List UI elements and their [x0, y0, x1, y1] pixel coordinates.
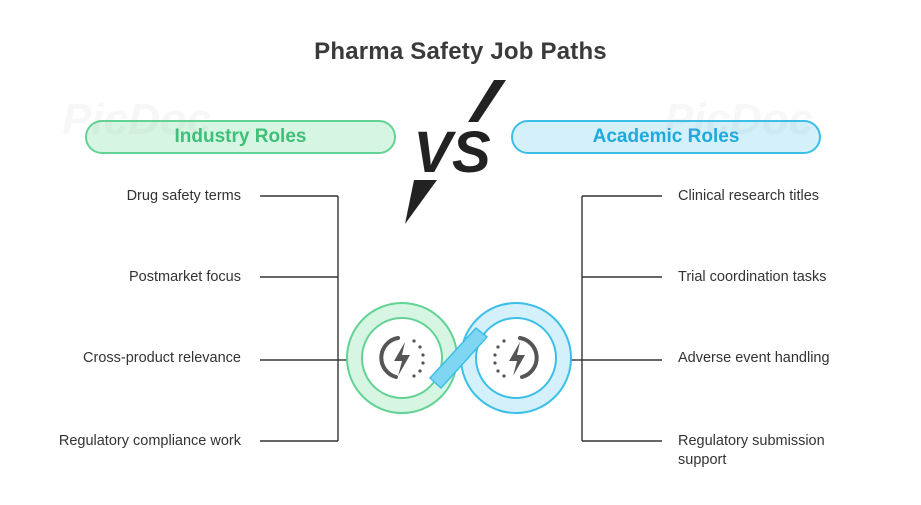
industry-item-3: Cross-product relevance [83, 350, 241, 366]
power-bolt-icon-right [493, 336, 539, 379]
watermark-left-text: PicDoc [62, 95, 211, 144]
academic-roles-heading-label: Academic Roles [592, 126, 740, 147]
right-bracket-lines [570, 195, 662, 442]
watermark-right: PicDoc [664, 95, 813, 144]
left-bracket-lines [260, 195, 350, 442]
academic-item-3: Adverse event handling [678, 350, 830, 366]
industry-roles-heading: Industry Roles [85, 120, 396, 154]
power-bolt-icon-left [379, 336, 425, 379]
academic-item-4: Regulatory submission support [678, 433, 825, 468]
academic-roles-heading: Academic Roles [511, 120, 821, 154]
vs-lightning-icon: VS [405, 80, 506, 224]
page-title: Pharma Safety Job Paths [314, 38, 607, 65]
vs-text: VS [413, 120, 491, 185]
industry-item-2: Postmarket focus [128, 269, 241, 285]
academic-item-2: Trial coordination tasks [678, 269, 827, 285]
industry-item-4: Regulatory compliance work [58, 433, 241, 449]
loop-crossing-bar [428, 326, 489, 390]
academic-item-1: Clinical research titles [678, 188, 820, 204]
watermark-left: PicDoc [62, 95, 211, 144]
industry-roles-heading-label: Industry Roles [174, 126, 307, 147]
industry-item-1: Drug safety terms [126, 188, 241, 204]
watermark-right-text: PicDoc [664, 95, 813, 144]
